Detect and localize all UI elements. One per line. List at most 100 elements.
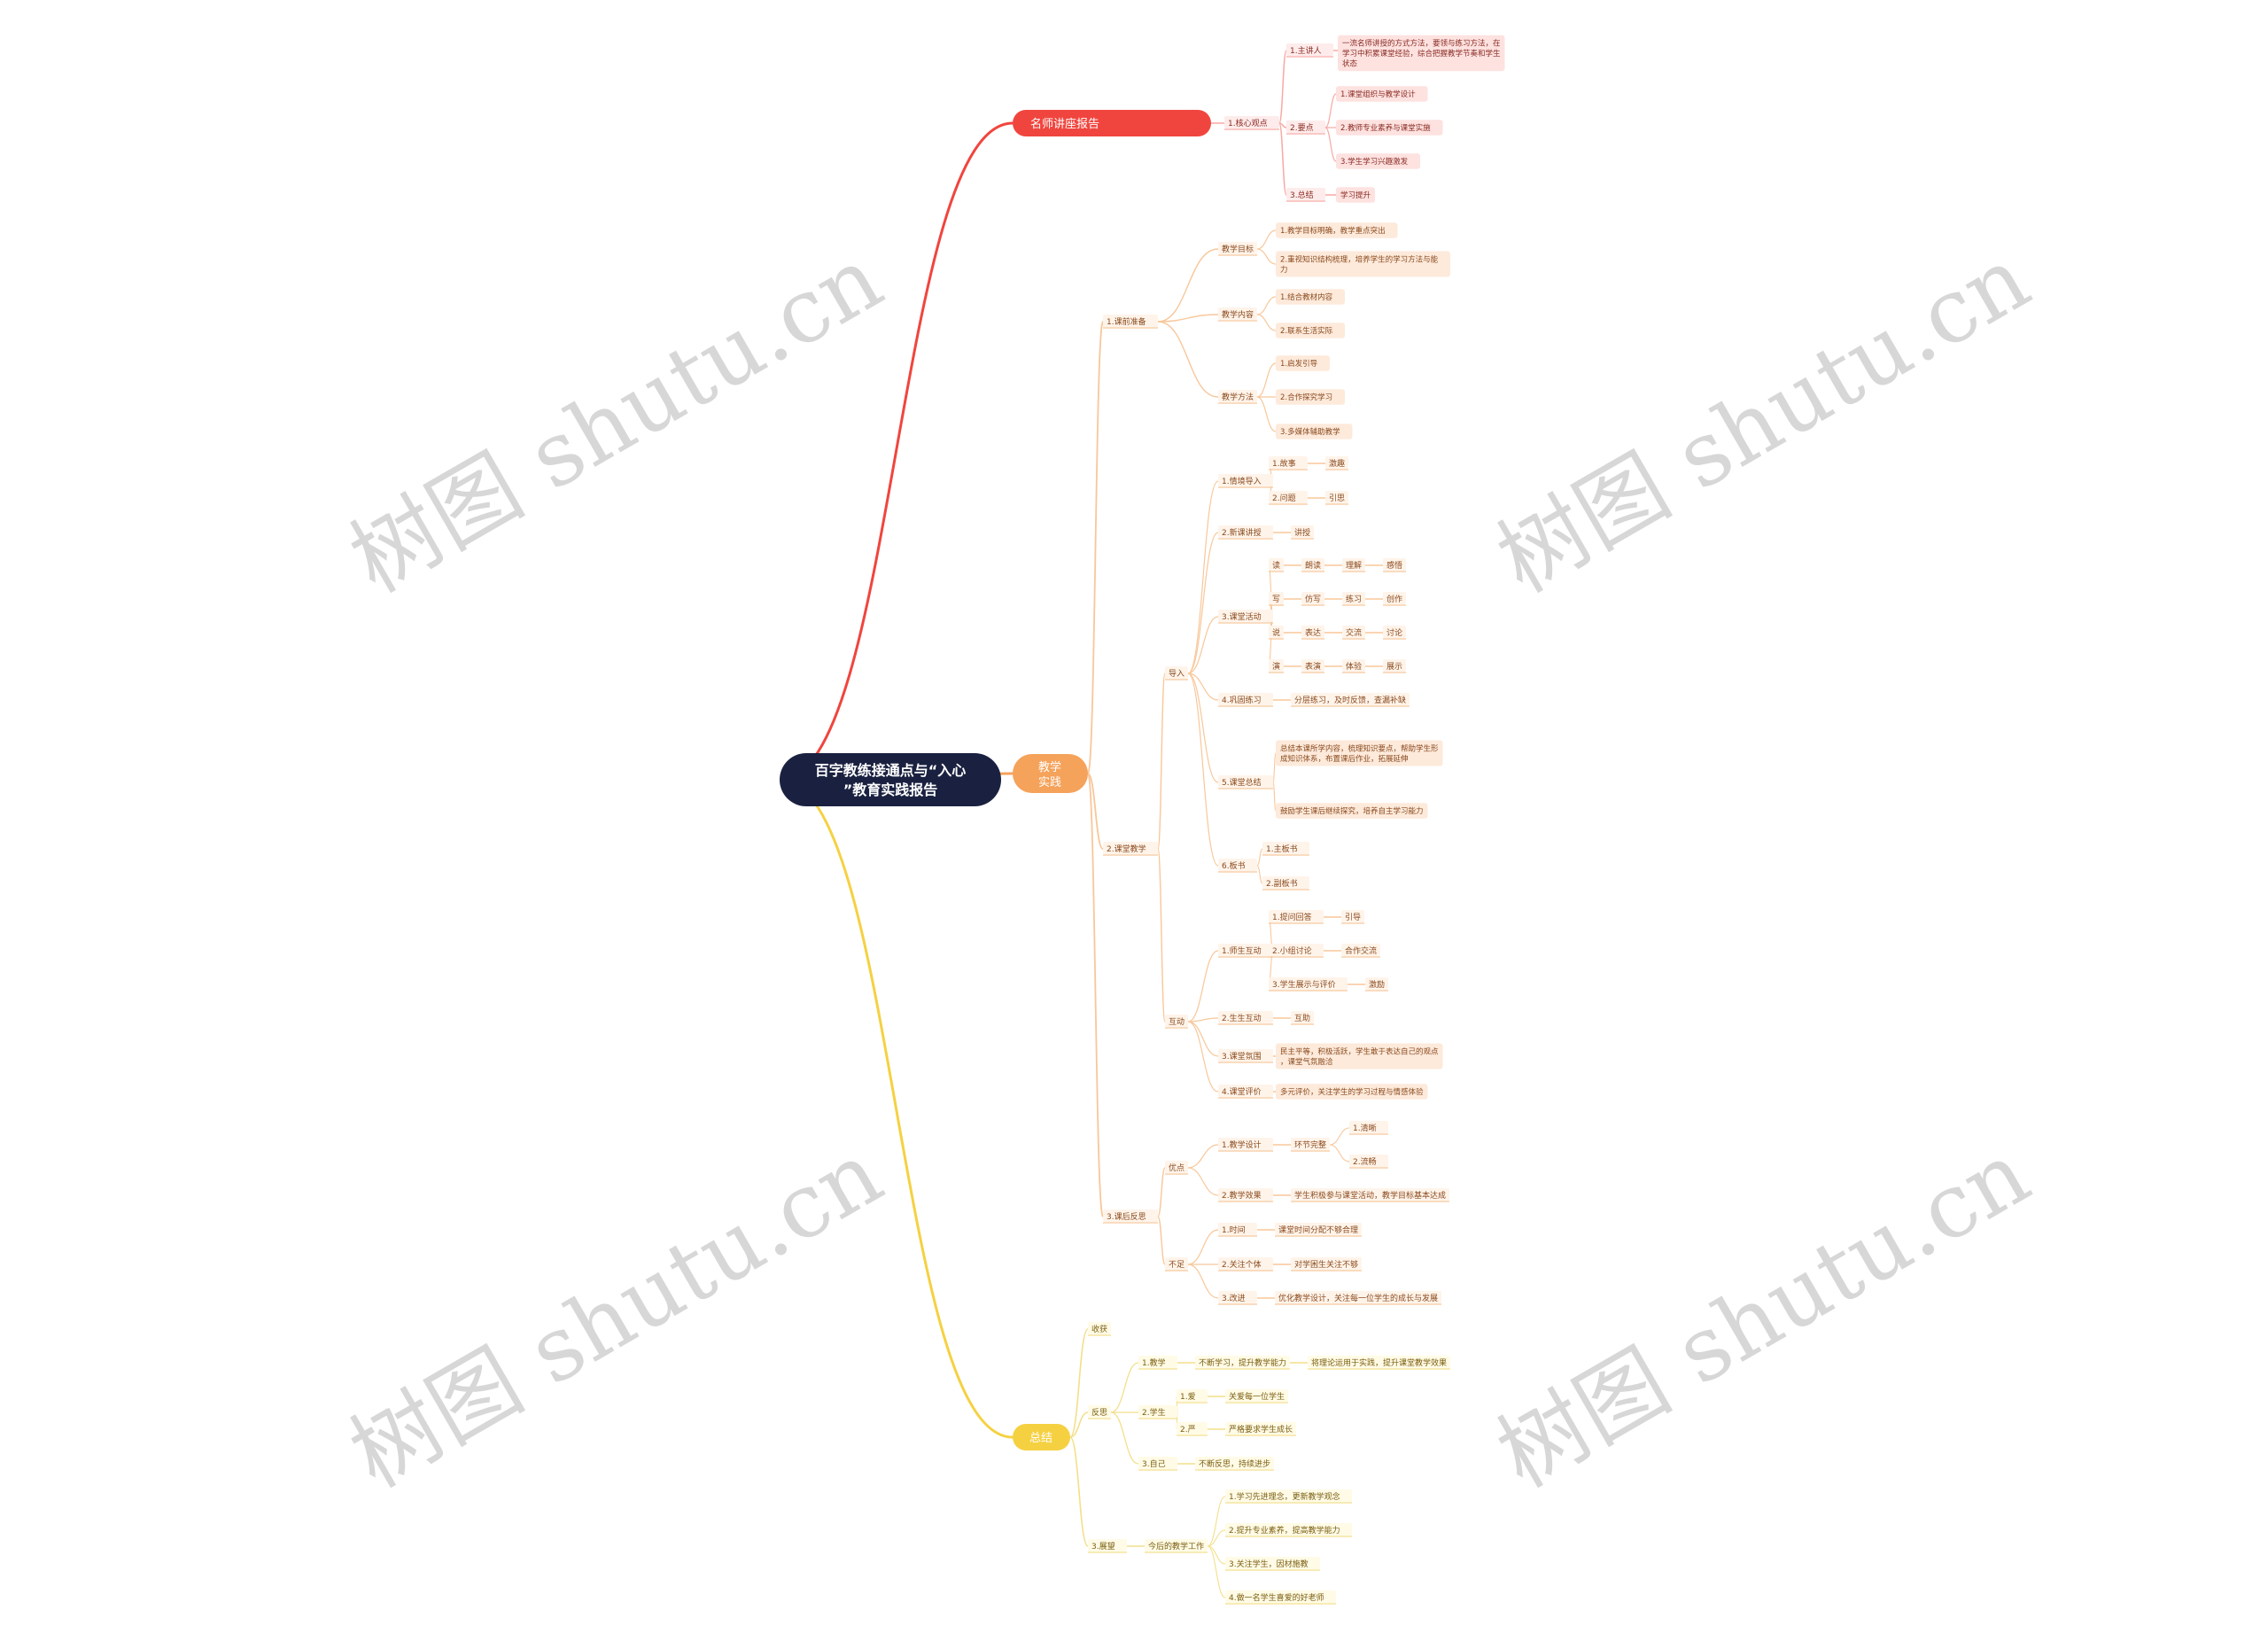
topic-node[interactable]: 说 xyxy=(1269,626,1284,640)
topic-node[interactable]: 收获 xyxy=(1088,1322,1111,1336)
topic-node[interactable]: 交流 xyxy=(1342,626,1365,640)
topic-node[interactable]: 2.课堂教学 xyxy=(1103,842,1158,856)
topic-node[interactable]: 2.联系生活实际 xyxy=(1276,323,1345,338)
topic-node[interactable]: 将理论运用于实践，提升课堂教学效果 xyxy=(1308,1356,1450,1370)
topic-node[interactable]: 教学方法 xyxy=(1218,390,1257,404)
topic-node[interactable]: 反思 xyxy=(1088,1405,1111,1419)
topic-node[interactable]: 1.清晰 xyxy=(1349,1121,1388,1135)
topic-node[interactable]: 表达 xyxy=(1301,626,1324,640)
topic-node[interactable]: 1.教学设计 xyxy=(1218,1138,1273,1152)
topic-node[interactable]: 激趣 xyxy=(1325,456,1348,470)
topic-node[interactable]: 教学内容 xyxy=(1218,307,1257,322)
topic-node[interactable]: 展示 xyxy=(1383,659,1406,673)
topic-node[interactable]: 1.爱 xyxy=(1177,1389,1208,1404)
topic-node[interactable]: 鼓励学生课后继续探究，培养自主学习能力 xyxy=(1276,803,1428,819)
topic-node[interactable]: 1.课堂组织与教学设计 xyxy=(1336,86,1428,102)
topic-node[interactable]: 3.多媒体辅助教学 xyxy=(1276,424,1353,439)
topic-node[interactable]: 3.改进 xyxy=(1218,1291,1257,1305)
topic-node[interactable]: 3.自己 xyxy=(1138,1457,1177,1471)
topic-node[interactable]: 一流名师讲授的方式方法，要领与练习方法，在学习中积累课堂经验，综合把握教学节奏和… xyxy=(1338,35,1505,72)
topic-node[interactable]: 学生积极参与课堂活动，教学目标基本达成 xyxy=(1291,1188,1449,1202)
topic-node[interactable]: 优化教学设计，关注每一位学生的成长与发展 xyxy=(1275,1291,1441,1305)
topic-node[interactable]: 严格要求学生成长 xyxy=(1225,1422,1296,1436)
topic-node[interactable]: 3.关注学生，因材施教 xyxy=(1225,1557,1320,1571)
topic-node[interactable]: 4.课堂评价 xyxy=(1218,1085,1273,1099)
topic-node[interactable]: 3.总结 xyxy=(1286,188,1325,202)
topic-node[interactable]: 1.教学目标明确，教学重点突出 xyxy=(1276,222,1398,238)
branch-node[interactable]: 总结 xyxy=(1013,1424,1070,1450)
topic-node[interactable]: 环节完整 xyxy=(1291,1138,1330,1152)
topic-node[interactable]: 引导 xyxy=(1341,910,1364,924)
topic-node[interactable]: 引思 xyxy=(1325,491,1348,505)
topic-node[interactable]: 表演 xyxy=(1301,659,1324,673)
topic-node[interactable]: 6.板书 xyxy=(1218,859,1257,873)
topic-node[interactable]: 2.教学效果 xyxy=(1218,1188,1273,1202)
topic-node[interactable]: 1.情境导入 xyxy=(1218,474,1273,488)
topic-node[interactable]: 1.教学 xyxy=(1138,1356,1177,1370)
topic-node[interactable]: 多元评价，关注学生的学习过程与情感体验 xyxy=(1276,1084,1428,1100)
topic-node[interactable]: 理解 xyxy=(1342,558,1365,572)
topic-node[interactable]: 互助 xyxy=(1291,1011,1314,1025)
topic-node[interactable]: 1.主板书 xyxy=(1262,842,1309,856)
topic-node[interactable]: 4.做一名学生喜爱的好老师 xyxy=(1225,1590,1336,1605)
topic-node[interactable]: 激励 xyxy=(1365,977,1388,991)
topic-node[interactable]: 合作交流 xyxy=(1341,944,1380,958)
topic-node[interactable]: 民主平等，积极活跃，学生敢于表达自己的观点，课堂气氛融洽 xyxy=(1276,1043,1443,1069)
topic-node[interactable]: 3.课堂活动 xyxy=(1218,610,1273,624)
topic-node[interactable]: 教学目标 xyxy=(1218,242,1257,256)
topic-node[interactable]: 2.新课讲授 xyxy=(1218,525,1273,540)
topic-node[interactable]: 3.展望 xyxy=(1088,1539,1127,1553)
topic-node[interactable]: 4.巩固练习 xyxy=(1218,693,1273,707)
topic-node[interactable]: 演 xyxy=(1269,659,1284,673)
root-node[interactable]: 百字教练接通点与“入心”教育实践报告 xyxy=(780,753,1001,806)
topic-node[interactable]: 1.主讲人 xyxy=(1286,43,1333,58)
topic-node[interactable]: 1.结合教材内容 xyxy=(1276,289,1345,305)
topic-node[interactable]: 1.课前准备 xyxy=(1103,315,1158,329)
topic-node[interactable]: 写 xyxy=(1269,592,1284,606)
topic-node[interactable]: 2.生生互动 xyxy=(1218,1011,1273,1025)
topic-node[interactable]: 关爱每一位学生 xyxy=(1225,1389,1288,1404)
topic-node[interactable]: 创作 xyxy=(1383,592,1406,606)
topic-node[interactable]: 5.课堂总结 xyxy=(1218,775,1273,789)
topic-node[interactable]: 今后的教学工作 xyxy=(1145,1539,1208,1553)
topic-node[interactable]: 对学困生关注不够 xyxy=(1291,1257,1362,1271)
topic-node[interactable]: 2.严 xyxy=(1177,1422,1208,1436)
topic-node[interactable]: 导入 xyxy=(1165,666,1188,680)
topic-node[interactable]: 2.问题 xyxy=(1269,491,1308,505)
topic-node[interactable]: 2.小组讨论 xyxy=(1269,944,1324,958)
topic-node[interactable]: 1.故事 xyxy=(1269,456,1308,470)
topic-node[interactable]: 3.课堂氛围 xyxy=(1218,1049,1273,1063)
topic-node[interactable]: 1.时间 xyxy=(1218,1223,1257,1237)
topic-node[interactable]: 2.教师专业素养与课堂实施 xyxy=(1336,120,1443,136)
topic-node[interactable]: 2.流畅 xyxy=(1349,1155,1388,1169)
topic-node[interactable]: 分层练习，及时反馈，查漏补缺 xyxy=(1291,693,1410,707)
topic-node[interactable]: 练习 xyxy=(1342,592,1365,606)
topic-node[interactable]: 1.师生互动 xyxy=(1218,944,1273,958)
topic-node[interactable]: 讨论 xyxy=(1383,626,1406,640)
topic-node[interactable]: 课堂时间分配不够合理 xyxy=(1275,1223,1362,1237)
topic-node[interactable]: 不足 xyxy=(1165,1257,1188,1271)
topic-node[interactable]: 2.副板书 xyxy=(1262,876,1309,890)
topic-node[interactable]: 讲授 xyxy=(1291,525,1314,540)
topic-node[interactable]: 学习提升 xyxy=(1336,187,1375,203)
topic-node[interactable]: 2.提升专业素养，提高教学能力 xyxy=(1225,1523,1352,1537)
topic-node[interactable]: 2.关注个体 xyxy=(1218,1257,1273,1271)
topic-node[interactable]: 3.学生展示与评价 xyxy=(1269,977,1348,991)
topic-node[interactable]: 2.学生 xyxy=(1138,1405,1177,1419)
topic-node[interactable]: 互动 xyxy=(1165,1015,1188,1029)
topic-node[interactable]: 3.课后反思 xyxy=(1103,1209,1158,1224)
topic-node[interactable]: 1.核心观点 xyxy=(1224,116,1279,130)
topic-node[interactable]: 朗读 xyxy=(1301,558,1324,572)
topic-node[interactable]: 1.学习先进理念，更新教学观念 xyxy=(1225,1489,1352,1504)
branch-node[interactable]: 名师讲座报告 xyxy=(1013,110,1211,136)
topic-node[interactable]: 读 xyxy=(1269,558,1284,572)
topic-node[interactable]: 仿写 xyxy=(1301,592,1324,606)
topic-node[interactable]: 2.合作探究学习 xyxy=(1276,389,1345,405)
topic-node[interactable]: 2.要点 xyxy=(1286,121,1325,135)
topic-node[interactable]: 1.提问回答 xyxy=(1269,910,1324,924)
topic-node[interactable]: 优点 xyxy=(1165,1161,1188,1175)
topic-node[interactable]: 不断学习，提升教学能力 xyxy=(1195,1356,1290,1370)
